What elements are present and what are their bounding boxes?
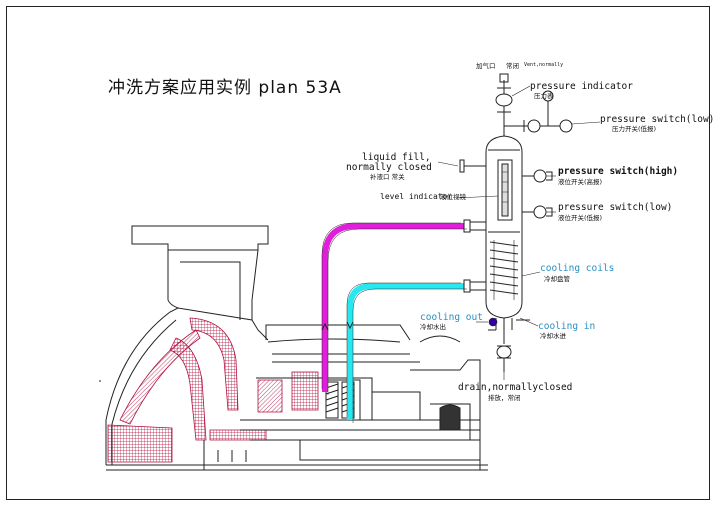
liquid-fill-label-zh: 补液口 常关 bbox=[370, 173, 405, 181]
drain-label-zh: 排放，常闭 bbox=[488, 394, 521, 402]
liquid-fill-label-2: normally closed bbox=[346, 162, 432, 173]
vent-label-zh: 加气口 bbox=[476, 62, 496, 70]
cooling-out-port bbox=[488, 317, 498, 327]
cooling-coils-label-zh: 冷却盘管 bbox=[544, 275, 570, 283]
level-switch-high-label-zh: 液位开关(高报) bbox=[558, 178, 603, 186]
level-switch-low-label: pressure switch(low) bbox=[558, 202, 673, 213]
liquid-fill-label-1: liquid fill, bbox=[362, 152, 431, 163]
hot-return-line bbox=[322, 223, 464, 392]
seal-pot-reservoir bbox=[485, 135, 523, 344]
vent-label-zh-closed: 常闭 bbox=[506, 62, 519, 70]
page-title: 冲洗方案应用实例 plan 53A bbox=[108, 78, 342, 98]
level-switch-high-label: pressure switch(high) bbox=[558, 166, 679, 177]
pump-casing bbox=[105, 225, 488, 471]
impeller-hatching bbox=[107, 317, 319, 463]
pressure-switch-low-label: pressure switch(low) bbox=[600, 114, 715, 125]
level-indicator-label-zh: 液位视镜 bbox=[440, 193, 466, 201]
cold-supply-line bbox=[347, 283, 464, 420]
cooling-coils-label: cooling coils bbox=[540, 263, 615, 274]
pressure-switch-low-label-zh: 压力开关(低报) bbox=[612, 125, 657, 133]
cooling-out-label-zh: 冷却水出 bbox=[420, 323, 446, 331]
reservoir-nozzles bbox=[459, 159, 487, 293]
pressure-indicator-label: pressure indicator bbox=[530, 81, 633, 92]
cooling-in-label: cooling in bbox=[538, 321, 596, 332]
drain-label: drain,normallyclosed bbox=[458, 382, 573, 393]
cooling-in-label-zh: 冷却水进 bbox=[540, 332, 566, 340]
pressure-indicator-label-zh: 压力表 bbox=[534, 92, 554, 100]
leader-lines bbox=[437, 85, 601, 380]
seal-chamber bbox=[99, 324, 481, 470]
cooling-out-label: cooling out bbox=[420, 312, 483, 323]
vent-label-en: Vent,normally bbox=[524, 62, 564, 68]
level-switch-low-label-zh: 液位开关(低报) bbox=[558, 214, 603, 222]
drawing-frame bbox=[6, 6, 710, 500]
vent-and-gauge-piping bbox=[488, 73, 573, 372]
level-indicator-label: level indicator bbox=[380, 192, 453, 201]
